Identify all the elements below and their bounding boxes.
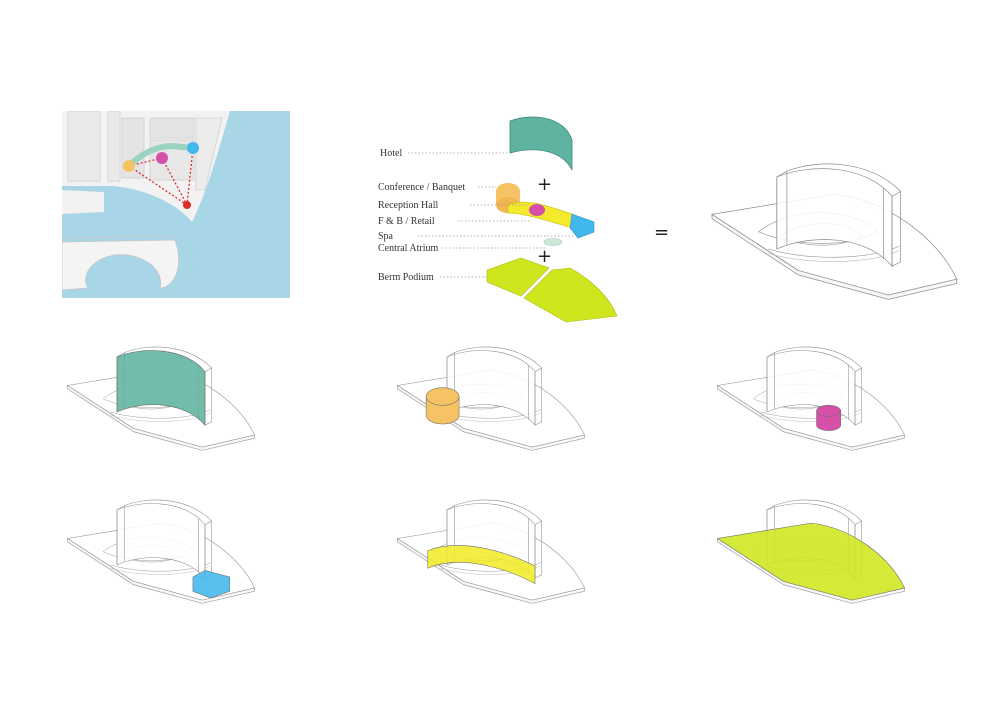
label-hotel: Hotel [380,148,402,159]
highlight-spa [427,545,536,585]
plus-sign-2: + [537,246,552,267]
variant-fnb [67,499,255,604]
variant-berm [716,499,905,604]
highlight-hotel [116,350,206,426]
hotel-volume [509,116,573,171]
highlight-reception [816,405,841,431]
label-atrium: Central Atrium [378,243,438,254]
highlight-fnb [192,570,231,599]
label-fnb: F & B / Retail [378,216,435,227]
highlight-conference [425,387,460,425]
combined-massing [711,163,958,300]
site-node-fnb [187,142,199,154]
berm-volume-left [486,257,550,297]
equals-sign: = [654,222,669,243]
label-spa: Spa [378,231,394,242]
atrium-volume [543,238,563,246]
reception-volume [529,204,545,216]
variant-grid [67,346,905,604]
label-berm: Berm Podium [378,272,434,283]
berm-volume-right [523,267,618,323]
exploded-program: + + Hotel Conference / Banquet Reception… [378,116,669,323]
site-node-arrival [183,201,191,209]
variant-conference [397,346,585,451]
variant-reception [717,346,905,451]
plus-sign-1: + [537,174,552,195]
variant-spa [397,499,585,604]
site-map [62,111,290,298]
site-node-conference [123,160,135,172]
label-conference: Conference / Banquet [378,182,465,193]
highlight-berm [716,522,905,601]
site-node-reception [156,152,168,164]
variant-hotel [67,346,255,451]
fnb-volume [569,213,595,239]
label-reception: Reception Hall [378,200,438,211]
